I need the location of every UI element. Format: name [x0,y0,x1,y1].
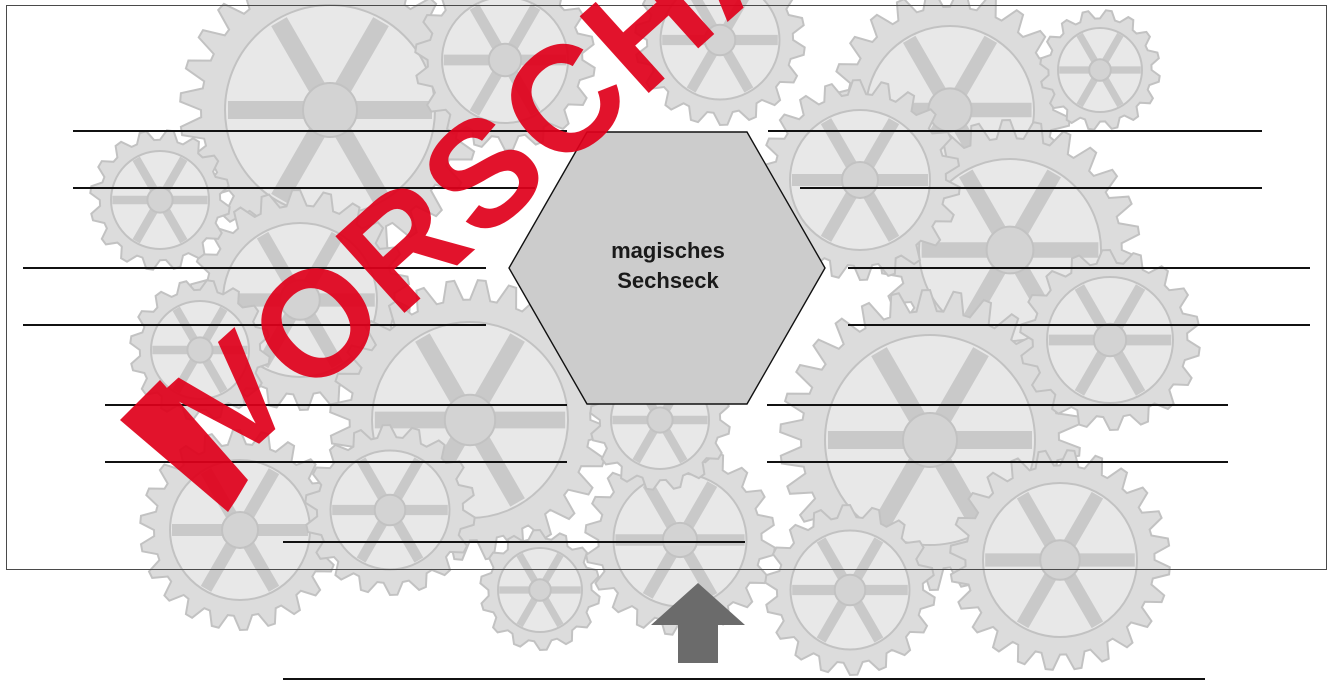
gear-icon [304,423,476,597]
gear-icon [634,0,806,127]
gear-icon [1019,248,1201,432]
answer-line-left-4[interactable] [23,324,486,326]
answer-line-left-3[interactable] [23,267,486,269]
gear-icon [414,0,596,152]
arrow-up-icon [651,583,745,663]
answer-line-left-6[interactable] [105,461,567,463]
answer-line-left-1[interactable] [73,130,567,132]
answer-line-left-2[interactable] [73,187,535,189]
hexagon-label: magisches Sechseck [548,236,788,296]
answer-line-right-6[interactable] [767,461,1228,463]
answer-line-result[interactable] [283,678,1205,680]
answer-line-right-2[interactable] [800,187,1262,189]
gear-icon [1039,9,1161,131]
answer-line-right-4[interactable] [848,324,1310,326]
hexagon-label-line2: Sechseck [617,268,719,293]
answer-line-left-5[interactable] [105,404,567,406]
answer-line-right-3[interactable] [848,267,1310,269]
answer-line-right-5[interactable] [767,404,1228,406]
gear-icon [949,449,1171,671]
answer-line-bottom-center[interactable] [283,541,745,543]
hexagon-label-line1: magisches [611,238,725,263]
gear-icon [89,129,231,271]
gear-icon [764,503,936,677]
magic-hexagon [508,131,826,405]
worksheet-frame [6,5,1327,570]
answer-line-right-1[interactable] [768,130,1262,132]
